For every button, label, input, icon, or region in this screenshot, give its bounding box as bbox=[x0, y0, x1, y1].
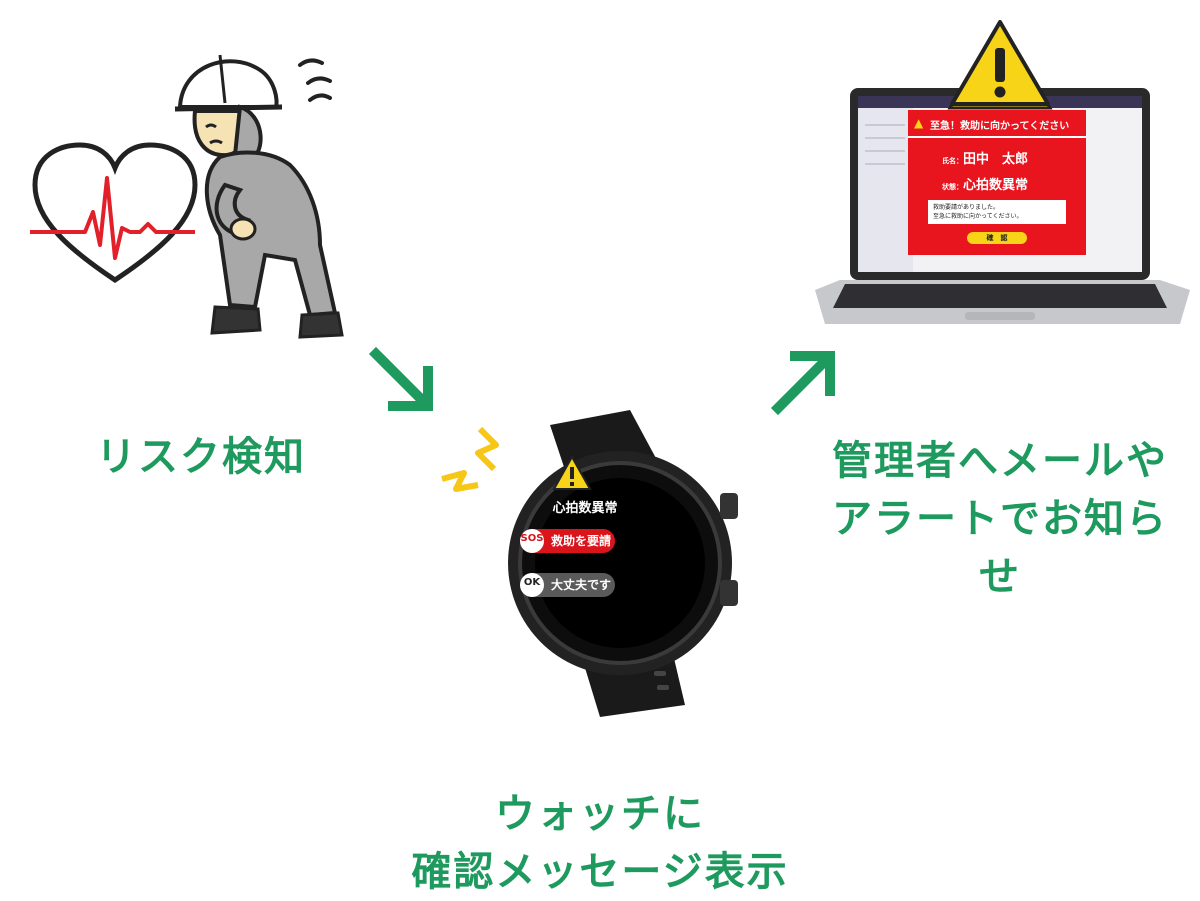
laptop-alert-dialog: ▲ 至急！救助に向かってください 氏名：田中 太郎 状態：心拍数異常 救助要請が… bbox=[908, 110, 1086, 255]
risk-detection-label: リスク検知 bbox=[96, 434, 306, 480]
sos-badge: SOS bbox=[520, 533, 544, 544]
vibration-icon bbox=[441, 426, 499, 492]
alert-status-row: 状態：心拍数異常 bbox=[942, 178, 1029, 193]
warning-icon bbox=[950, 20, 1050, 106]
watch-label-line2: 確認メッセージ表示 bbox=[411, 849, 789, 895]
watch-message-label: ウォッチに 確認メッセージ表示 bbox=[380, 785, 820, 901]
alert-message-box: 救助要請がありました。 至急に救助に向かってください。 bbox=[928, 200, 1066, 224]
worker-illustration bbox=[174, 54, 344, 339]
watch-alert-title: 心拍数異常 bbox=[552, 501, 618, 516]
heartbeat-icon bbox=[30, 142, 198, 284]
smartwatch-illustration bbox=[508, 410, 738, 717]
confirm-button[interactable]: 確 認 bbox=[967, 232, 1027, 244]
arrow-down-right-icon bbox=[368, 346, 433, 411]
sos-button[interactable]: 救助を要請 bbox=[550, 534, 611, 548]
ok-button[interactable]: 大丈夫です bbox=[550, 578, 611, 592]
alert-warning-icon: ▲ bbox=[914, 116, 924, 130]
admin-label-line1: 管理者へメールや bbox=[832, 438, 1168, 484]
laptop-alert-header: ▲ 至急！救助に向かってください bbox=[908, 114, 1086, 138]
ok-badge: OK bbox=[523, 577, 541, 588]
watch-label-line1: ウォッチに bbox=[495, 791, 705, 837]
admin-label-line2: アラートでお知らせ bbox=[832, 496, 1168, 600]
admin-notification-label: 管理者へメールや アラートでお知らせ bbox=[820, 432, 1180, 606]
arrow-up-right-icon bbox=[770, 351, 835, 416]
alert-name-row: 氏名：田中 太郎 bbox=[942, 152, 1029, 167]
